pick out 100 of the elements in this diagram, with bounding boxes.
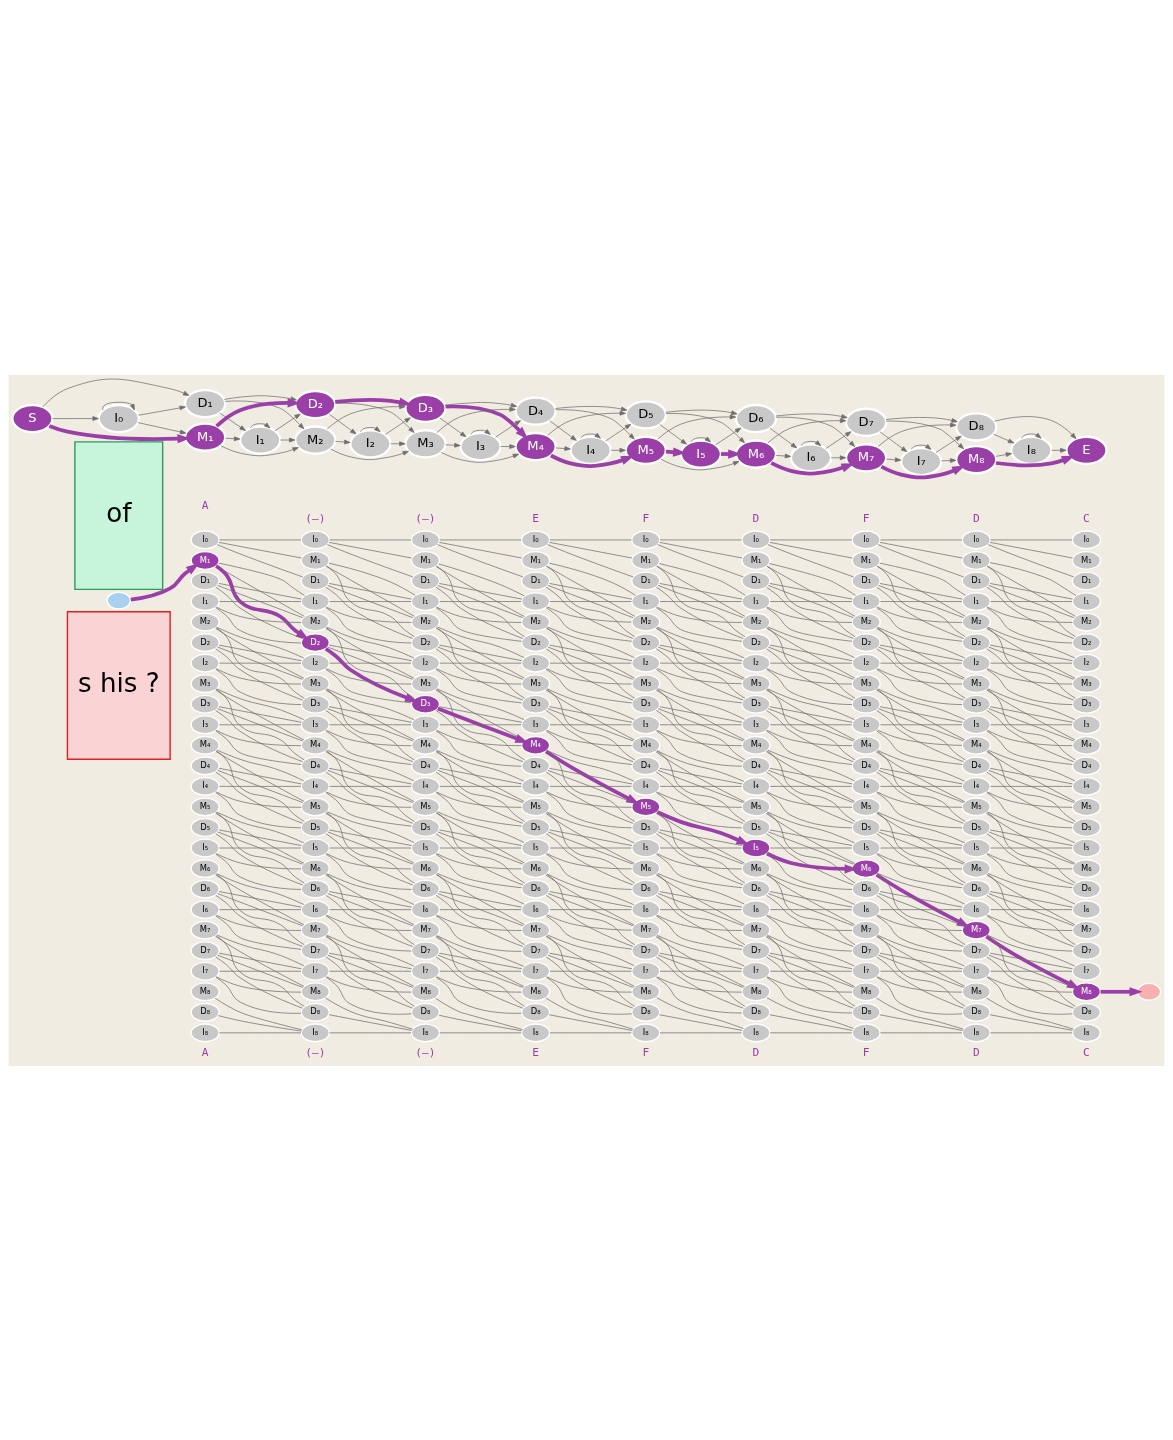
- connector: [329, 539, 412, 540]
- node-ellipse: I₁: [631, 591, 661, 611]
- connector: [766, 668, 853, 705]
- arrow: [1021, 432, 1042, 439]
- node-ellipse: M₈: [961, 981, 991, 1001]
- connector: [985, 812, 1076, 864]
- connector: [545, 586, 634, 639]
- node-ellipse: M₂: [1071, 612, 1102, 632]
- node-ellipse: I₅: [851, 837, 881, 858]
- connector: [545, 689, 635, 740]
- connector: [215, 729, 302, 765]
- node-ellipse: M₆: [300, 858, 330, 878]
- node-ellipse: I₄: [631, 776, 661, 796]
- connector: [876, 955, 965, 1009]
- connector: [215, 606, 302, 643]
- node-ellipse: M₅: [300, 796, 330, 816]
- node-ellipse: I₃: [961, 714, 991, 734]
- connector: [325, 668, 412, 703]
- node-ellipse: M₄: [520, 735, 551, 755]
- connector: [877, 729, 963, 746]
- node-ellipse: I₆: [410, 899, 441, 919]
- connector: [767, 872, 855, 905]
- node-ellipse: E: [1065, 435, 1108, 465]
- connector: [215, 750, 305, 802]
- connector: [655, 606, 743, 642]
- connector: [878, 892, 965, 926]
- connector: [437, 892, 524, 926]
- connector: [549, 890, 633, 908]
- connector: [545, 709, 634, 762]
- connector: [878, 954, 965, 988]
- arrow: [224, 435, 241, 441]
- connector: [325, 729, 412, 765]
- node-ellipse: M₅: [961, 796, 991, 816]
- connector: [547, 769, 634, 803]
- connector: [329, 600, 412, 602]
- connector: [659, 1013, 743, 1031]
- connector: [766, 811, 856, 884]
- connector: [879, 767, 963, 784]
- connector: [769, 767, 853, 784]
- connector: [218, 767, 302, 784]
- node-ellipse: I₈: [520, 1022, 551, 1042]
- connector: [325, 627, 415, 679]
- connector: [655, 914, 743, 950]
- connector: [655, 750, 745, 802]
- connector: [438, 705, 523, 723]
- connector: [769, 1032, 853, 1033]
- node-ellipse: D₁: [851, 570, 881, 591]
- connector: [326, 934, 415, 966]
- node-ellipse: D₂: [741, 632, 771, 652]
- connector: [657, 646, 744, 680]
- connector: [769, 562, 856, 596]
- connector: [546, 729, 633, 746]
- connector: [655, 709, 744, 762]
- connector: [549, 662, 632, 664]
- connector: [986, 750, 1076, 822]
- connector: [659, 952, 743, 969]
- connector: [876, 873, 966, 945]
- node-ellipse: M₁: [410, 550, 441, 570]
- connector: [987, 872, 1076, 905]
- connector: [546, 687, 635, 720]
- connector: [767, 811, 855, 843]
- connector: [879, 582, 963, 599]
- node-ellipse: M₄: [961, 735, 991, 755]
- connector: [438, 1014, 523, 1031]
- connector: [439, 723, 522, 725]
- connector: [657, 687, 745, 720]
- node-ellipse: I₇: [741, 961, 771, 981]
- connector: [546, 873, 635, 905]
- node-ellipse: I₄: [520, 776, 551, 796]
- connector: [435, 832, 524, 885]
- arrow: [830, 454, 847, 460]
- node-ellipse: I₆: [741, 899, 771, 919]
- connector: [987, 811, 1076, 843]
- connector: [217, 1014, 302, 1031]
- arrow: [885, 420, 965, 449]
- label: (–): [415, 1045, 436, 1059]
- connector: [987, 749, 1076, 781]
- arrow: [138, 405, 186, 416]
- node-ellipse: I₆: [631, 899, 661, 919]
- connector: [765, 935, 856, 987]
- connector: [325, 606, 412, 623]
- node-ellipse: I₃: [190, 714, 220, 734]
- node-ellipse: D₅: [1071, 817, 1102, 837]
- connector: [656, 749, 745, 782]
- connector: [325, 873, 415, 925]
- connector: [876, 709, 965, 762]
- arrow: [1100, 986, 1143, 996]
- node-ellipse: I₇: [631, 961, 661, 981]
- connector: [986, 811, 1076, 884]
- connector: [546, 914, 632, 931]
- node-ellipse: D₂: [520, 632, 551, 652]
- connector: [437, 584, 524, 618]
- node-ellipse: M₄: [631, 735, 661, 755]
- arrow: [880, 464, 966, 479]
- connector: [876, 565, 966, 617]
- connector: [766, 729, 853, 765]
- connector: [986, 689, 1076, 740]
- connector: [879, 705, 963, 723]
- arrow: [329, 413, 357, 434]
- label: C: [1083, 511, 1090, 525]
